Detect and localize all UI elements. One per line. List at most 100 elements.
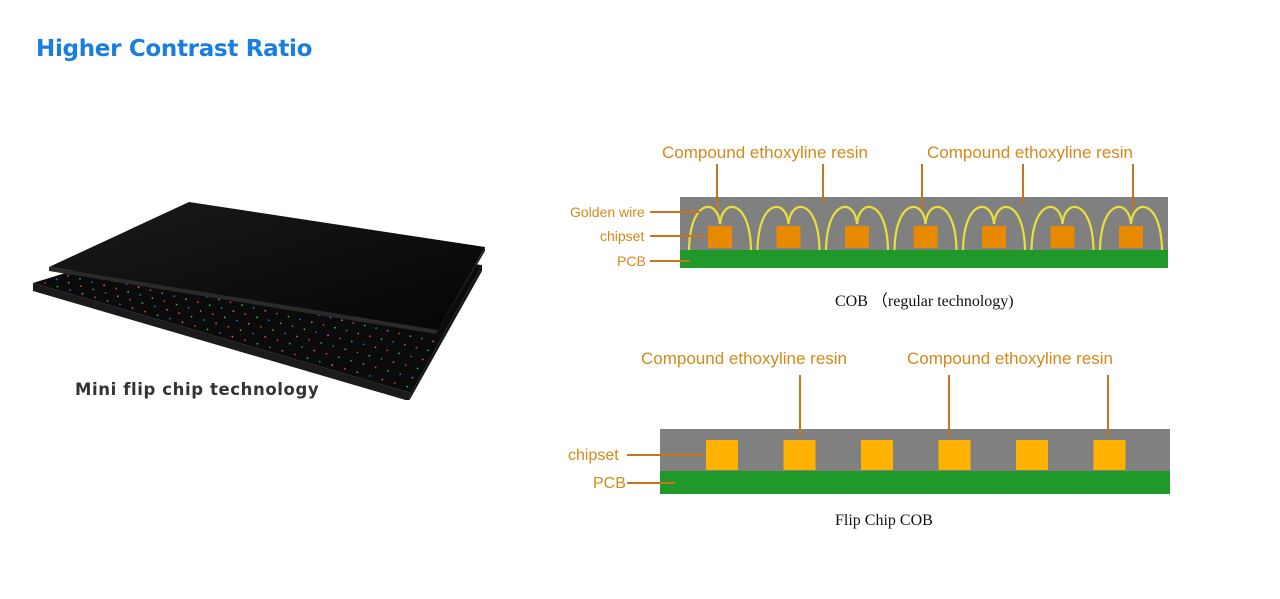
led-dot [332,345,335,347]
led-dot [163,300,166,303]
led-dot [141,302,144,304]
led-dot [291,325,294,328]
led-dot [91,281,93,283]
led-dot [410,355,412,358]
led-dot [325,353,328,355]
led-dot [403,343,406,346]
led-dot [288,342,291,345]
flip-chip [938,440,971,470]
led-dot [106,300,109,302]
led-dot [350,340,353,343]
led-dot [356,371,359,374]
led-dot [409,335,412,337]
led-dot [185,298,187,301]
led-dot [194,325,196,327]
led-dot [129,298,131,301]
led-dot [343,367,346,370]
led-dot [219,332,221,334]
led-dot [239,329,242,332]
led-dot [368,375,371,377]
led-dot [103,284,105,287]
led-dot [156,314,159,317]
led-dot [235,319,238,322]
led-dot [362,343,365,346]
led-dot [398,332,400,335]
led-dot [345,329,348,332]
led-dot [281,350,284,352]
golden-wire [961,206,1027,251]
led-dot [380,358,383,360]
led-dot [69,289,71,291]
led-dot [144,310,146,313]
led-dot [67,281,70,284]
led-dot [181,321,184,324]
led-dot [94,296,96,299]
led-dot [356,351,359,354]
led-dot [357,332,360,335]
led-dot [386,349,389,352]
led-dot [350,359,352,362]
led-dot [104,292,107,294]
top-cover-edge-side [436,247,485,334]
flip-chip-diagram: Compound ethoxyline resin Compound ethox… [568,349,1170,529]
led-dot [421,358,424,361]
golden-wire [687,206,753,251]
led-dot [406,385,409,388]
cob-chip [1050,226,1075,248]
led-dot [337,356,340,359]
led-dot [131,307,134,309]
cob-chip [1119,226,1143,248]
led-dot [206,328,209,331]
led-dot [81,292,84,295]
cob-chip [913,226,938,248]
top-cover-edge [49,267,438,334]
cob-pcb-label: PCB [617,253,646,269]
led-dot [199,310,202,312]
led-dot [387,369,389,372]
led-dot [432,340,435,343]
led-dot [92,288,95,291]
led-dot [256,316,258,319]
led-dot [252,307,255,309]
led-dot [416,367,419,370]
led-dot [264,309,267,312]
led-dot [303,328,306,331]
cob-side-leaders [650,211,707,262]
led-dot [151,297,154,299]
led-dot [268,319,270,322]
led-dot [229,301,232,304]
led-dot [315,331,318,334]
cob-golden-wires [687,206,1164,251]
golden-wire [893,206,958,251]
led-dot [331,364,334,367]
led-dot [169,317,171,320]
led-dot [178,312,181,315]
led-dot [175,303,178,306]
led-dot [208,304,211,307]
flip-chip [1016,440,1048,470]
flip-resin-label-2: Compound ethoxyline resin [907,349,1113,368]
led-dot [153,305,156,308]
led-dot [276,339,279,342]
led-dot [294,353,296,356]
led-dot [308,338,310,341]
led-dot [306,357,309,359]
led-dot [322,324,325,326]
led-dot [427,349,429,352]
cob-pcb-layer [680,250,1168,268]
led-dot [137,286,140,288]
led-dot [284,332,286,335]
led-dot [320,342,323,344]
led-dot [386,329,389,332]
golden-wire [1098,206,1164,251]
led-dot [272,329,274,331]
led-dot [161,292,164,294]
flip-chip [706,440,738,470]
cob-diagram: Compound ethoxyline resin Compound ethox… [570,143,1168,310]
flip-side-leaders [627,454,705,484]
led-dot [415,346,418,349]
led-dot [339,337,341,340]
led-dot [392,341,394,343]
flip-chip [783,440,816,470]
flip-chips [706,440,1126,470]
